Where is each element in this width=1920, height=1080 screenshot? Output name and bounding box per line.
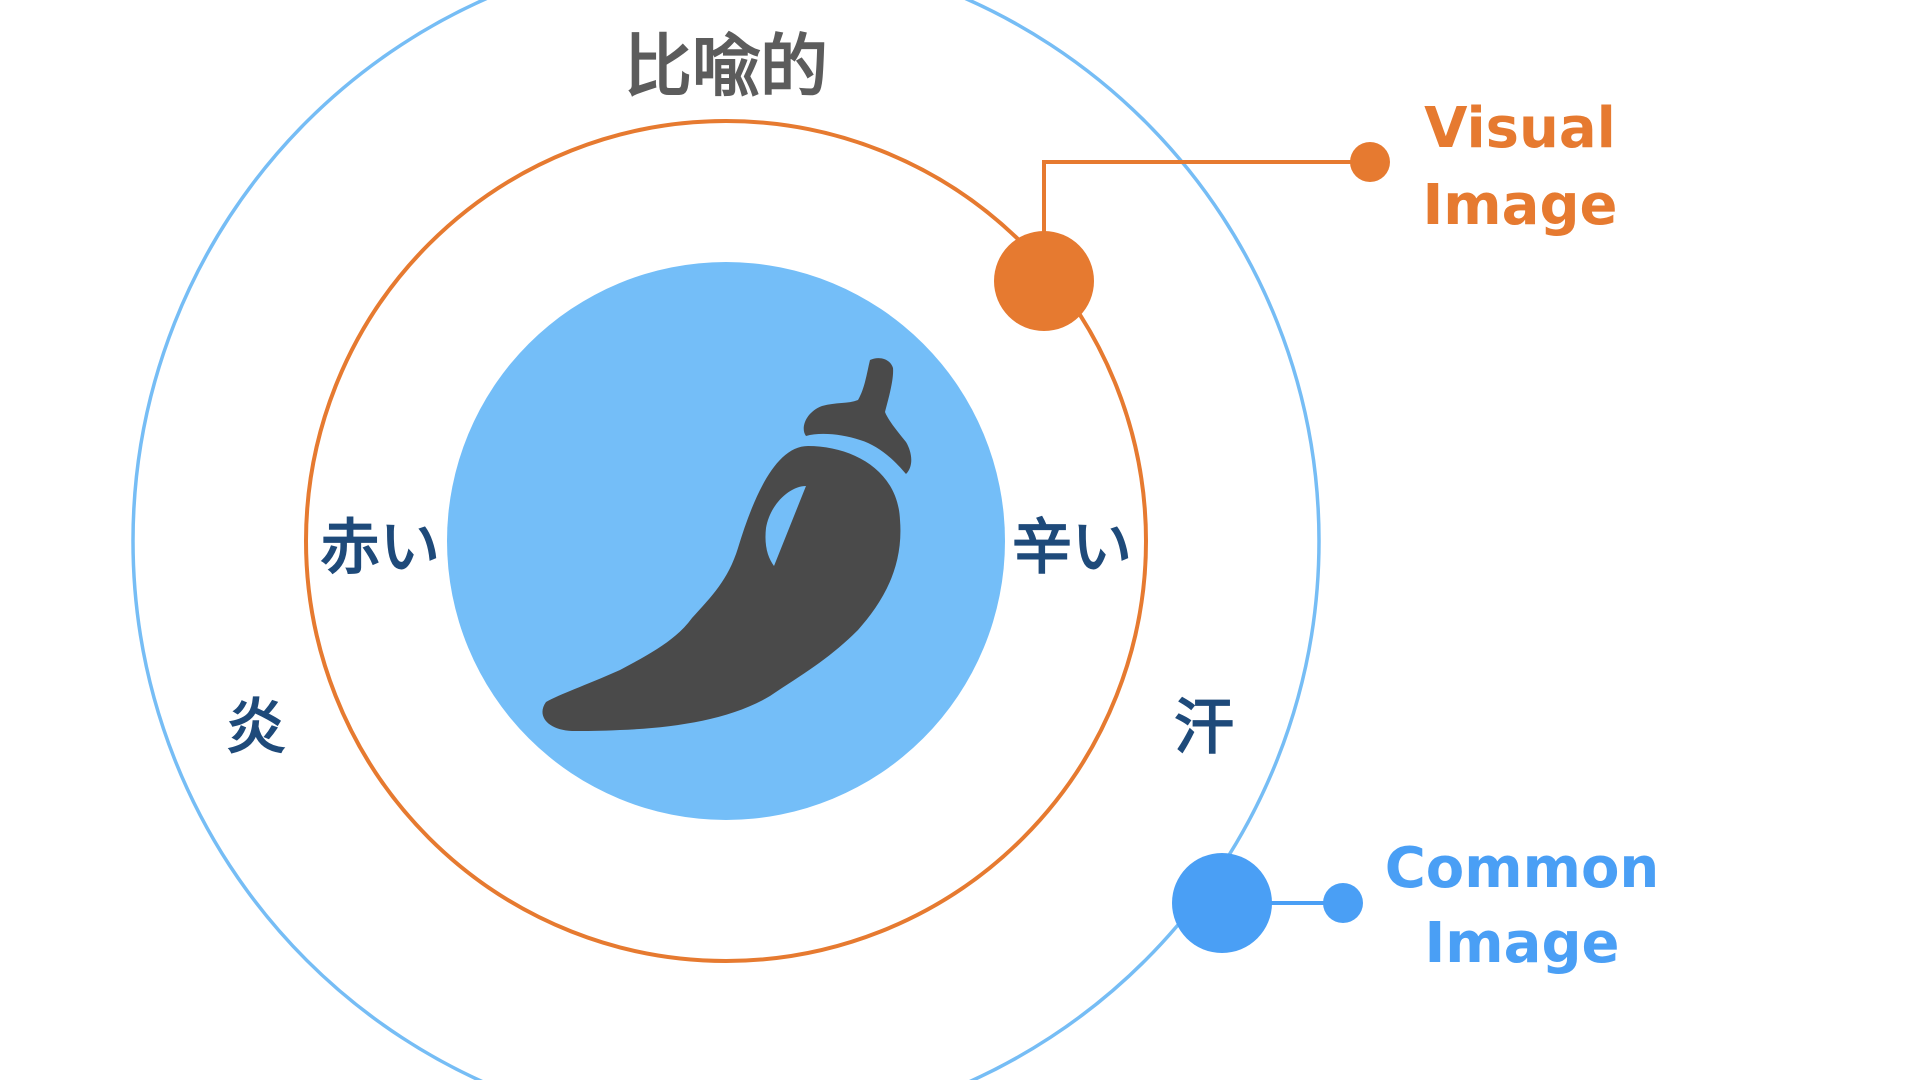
visual-image-callout: Visual Image	[994, 96, 1618, 331]
common-label-line1: Common	[1385, 836, 1660, 901]
outer-ring-title: 比喩的	[624, 28, 828, 107]
visual-ring-marker	[994, 231, 1094, 331]
outer-left-word: 炎	[226, 693, 286, 763]
visual-label-line1: Visual	[1424, 96, 1616, 161]
center-disc	[447, 262, 1005, 820]
visual-label-line2: Image	[1422, 173, 1617, 238]
common-image-callout: Common Image	[1172, 836, 1659, 976]
visual-image-ring	[304, 119, 1148, 963]
outer-right-word: 汗	[1174, 693, 1234, 763]
common-label-line2: Image	[1424, 911, 1619, 976]
common-end-dot	[1323, 883, 1363, 923]
visual-end-dot	[1350, 142, 1390, 182]
chili-pepper-icon	[542, 358, 912, 731]
common-image-ring	[131, 0, 1321, 1080]
common-ring-marker	[1172, 853, 1272, 953]
visual-connector-line	[1042, 160, 1370, 236]
inner-left-word: 赤い	[320, 513, 440, 583]
inner-right-word: 辛い	[1012, 513, 1132, 583]
